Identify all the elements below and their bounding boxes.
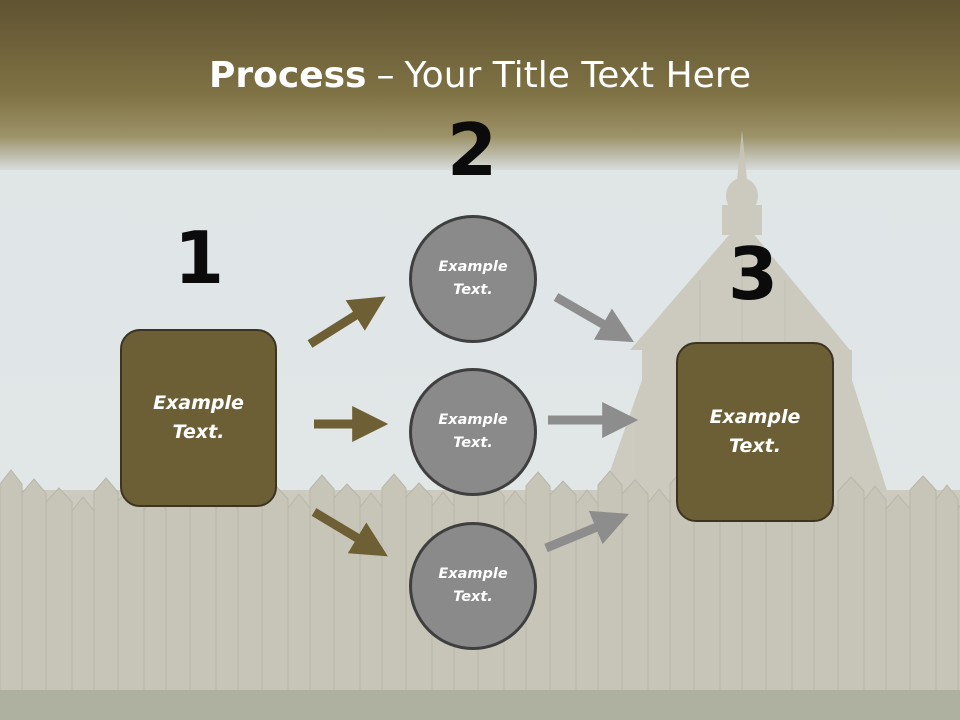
step-2-circle-1-label: Example Text. bbox=[438, 259, 508, 298]
step-2-number: 2 bbox=[446, 108, 498, 192]
step-1-label: Example Text. bbox=[153, 392, 244, 443]
step-3-label: Example Text. bbox=[709, 406, 801, 457]
step-1-number: 1 bbox=[173, 216, 225, 300]
title-rest: Your Title Text Here bbox=[404, 55, 751, 96]
step-2-circle-3-label: Example Text. bbox=[438, 566, 508, 605]
arrow-1-to-2a bbox=[307, 296, 386, 348]
step-2-circle-2-label: Example Text. bbox=[438, 412, 508, 451]
step-3-box: Example Text. bbox=[676, 342, 834, 522]
title-dash: – bbox=[376, 55, 395, 96]
step-2-circle-3: Example Text. bbox=[409, 522, 537, 650]
arrow-2a-to-3 bbox=[553, 293, 635, 343]
slide-title: Process–Your Title Text Here bbox=[0, 54, 960, 98]
arrow-1-to-2c bbox=[311, 508, 388, 557]
step-1-box: Example Text. bbox=[120, 329, 277, 507]
arrow-2c-to-3 bbox=[544, 510, 629, 553]
step-3-number: 3 bbox=[727, 232, 779, 316]
title-bold: Process bbox=[208, 55, 367, 96]
step-2-circle-1: Example Text. bbox=[409, 215, 537, 343]
step-2-circle-2: Example Text. bbox=[409, 368, 537, 496]
